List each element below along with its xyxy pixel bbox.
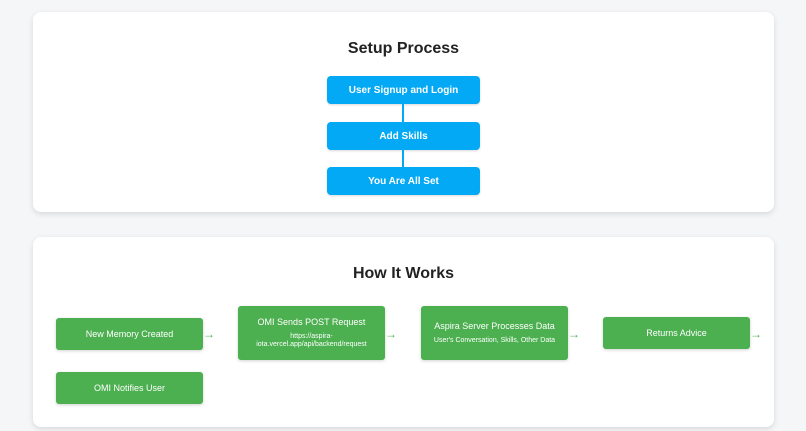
flow-box-title: OMI Sends POST Request xyxy=(257,317,366,327)
setup-process-card: Setup Process User Signup and Login Add … xyxy=(33,12,774,212)
how-it-works-card: How It Works New Memory Created → OMI Se… xyxy=(33,237,774,427)
flow-arrow-icon: → xyxy=(750,327,762,341)
flow-new-memory-created: New Memory Created xyxy=(56,318,203,350)
flow-arrow-icon: → xyxy=(385,327,397,341)
flow-arrow-icon: → xyxy=(203,327,215,341)
step-connector xyxy=(402,104,404,122)
setup-process-title: Setup Process xyxy=(347,40,460,57)
step-connector xyxy=(402,150,404,168)
step-add-skills: Add Skills xyxy=(327,122,480,150)
flow-aspira-processes-data: Aspira Server Processes Data User's Conv… xyxy=(421,306,568,360)
step-all-set: You Are All Set xyxy=(327,167,480,195)
flow-box-title: OMI Notifies User xyxy=(93,383,165,393)
flow-box-subtitle: https://aspira-iota.vercel.app/api/backe… xyxy=(256,333,367,348)
flow-box-subtitle: User's Conversation, Skills, Other Data xyxy=(433,337,556,344)
flow-omi-notifies-user: OMI Notifies User xyxy=(56,372,203,404)
step-user-signup-login: User Signup and Login xyxy=(327,76,480,104)
flow-box-title: Returns Advice xyxy=(646,328,707,338)
flow-arrow-icon: → xyxy=(568,327,580,341)
flow-box-title: New Memory Created xyxy=(85,329,174,339)
flow-box-title: Aspira Server Processes Data xyxy=(434,321,555,331)
how-it-works-title: How It Works xyxy=(352,265,455,282)
flow-returns-advice: Returns Advice xyxy=(603,317,750,349)
flow-omi-sends-post: OMI Sends POST Request https://aspira-io… xyxy=(238,306,385,360)
